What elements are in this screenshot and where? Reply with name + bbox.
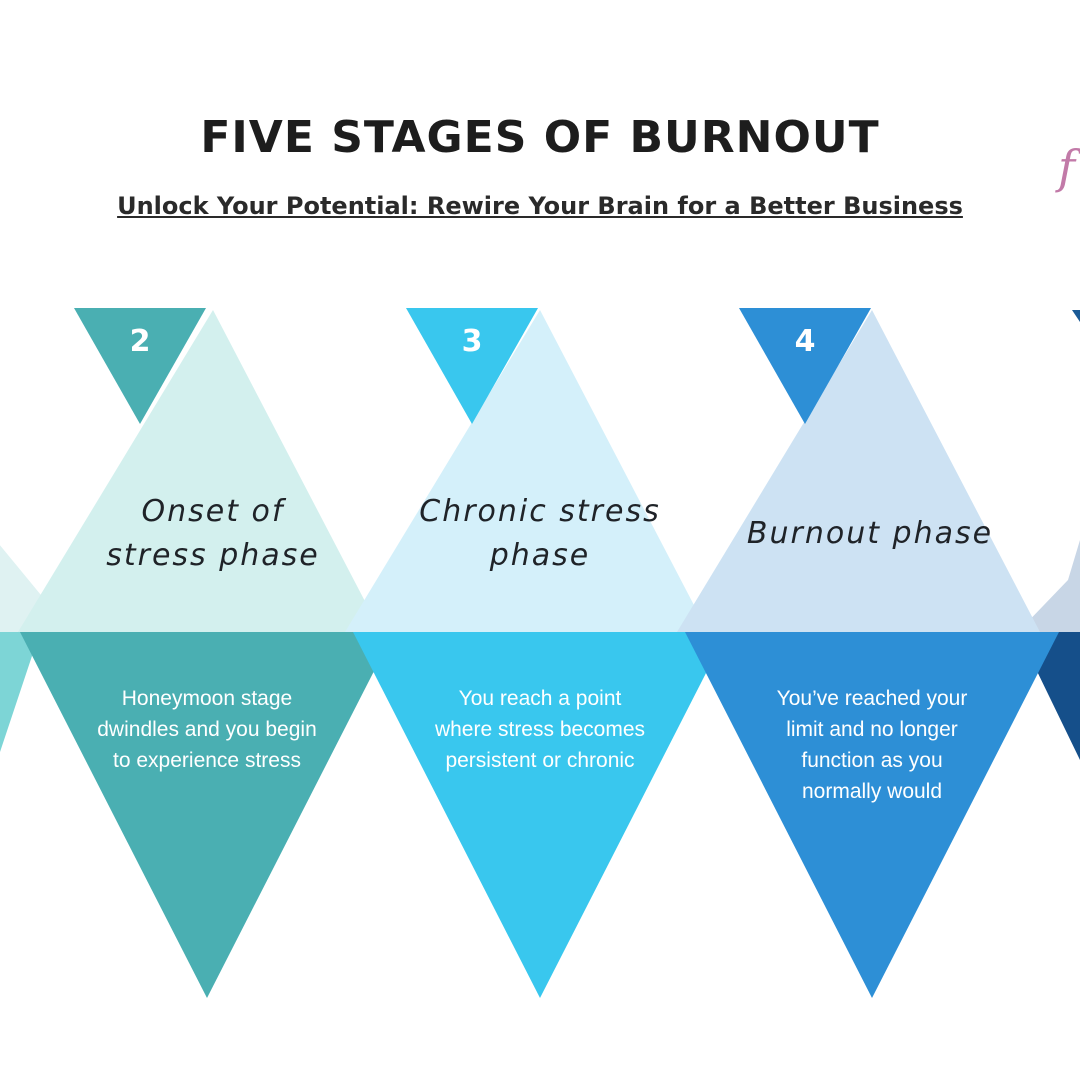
stage-2-phase-title: Onset of stress phase xyxy=(78,490,348,578)
stage-3-description: You reach a point where stress becomes p… xyxy=(434,687,646,772)
stage-3-number: 3 xyxy=(461,324,483,359)
page-title: FIVE STAGES OF BURNOUT xyxy=(200,112,880,163)
stage-1-partial-lower-triangle xyxy=(0,632,40,752)
stage-3-phase-title: Chronic stress phase xyxy=(405,490,675,578)
stage-4-number: 4 xyxy=(794,324,816,359)
decorative-script-glyph: f xyxy=(1058,140,1076,194)
page-subtitle: Unlock Your Potential: Rewire Your Brain… xyxy=(117,192,963,220)
stage-3-phase-line-2: phase xyxy=(489,538,591,573)
stage-4-phase-line-1: Burnout phase xyxy=(746,516,994,551)
stage-4-phase-title: Burnout phase xyxy=(735,512,1005,556)
stage-4-lower-triangle xyxy=(685,632,1059,998)
stage-4-description: You’ve reached your limit and no longer … xyxy=(776,687,968,803)
stage-2-number: 2 xyxy=(129,324,151,359)
stage-3-upper-triangle xyxy=(345,310,708,632)
stage-2-phase-line-1: Onset of xyxy=(141,494,285,529)
stage-2-lower-triangle xyxy=(20,632,394,998)
stage-2-phase-line-2: stress phase xyxy=(106,538,320,573)
stage-4-upper-triangle xyxy=(677,310,1040,632)
stage-4-badge-triangle xyxy=(739,308,871,424)
stage-2-description: Honeymoon stage dwindles and you begin t… xyxy=(97,687,317,772)
stage-2-upper-triangle xyxy=(18,310,381,632)
stage-3-phase-line-1: Chronic stress xyxy=(419,494,661,529)
stage-5-partial-upper-triangle xyxy=(1018,540,1080,632)
stage-3-lower-triangle xyxy=(353,632,727,998)
stage-2-badge-triangle xyxy=(74,308,206,424)
stage-5-partial-badge-triangle xyxy=(1072,310,1080,322)
stage-3-badge-triangle xyxy=(406,308,538,424)
